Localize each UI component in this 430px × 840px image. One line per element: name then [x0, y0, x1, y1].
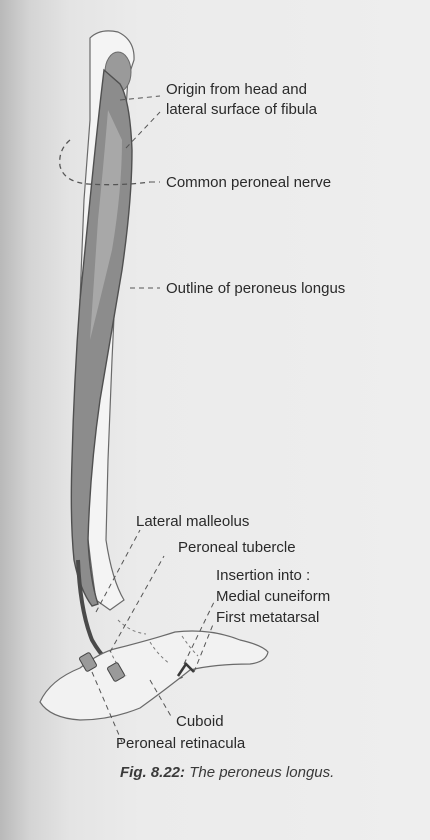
label-medial-cuneiform: Medial cuneiform — [216, 587, 330, 606]
label-peroneal-tubercle: Peroneal tubercle — [178, 538, 296, 557]
label-outline-peroneus-longus: Outline of peroneus longus — [166, 279, 345, 298]
label-peroneal-retinacula: Peroneal retinacula — [116, 734, 245, 753]
label-first-metatarsal: First metatarsal — [216, 608, 319, 627]
caption-number: Fig. 8.22: — [120, 764, 185, 781]
caption-text: The peroneus longus. — [185, 764, 334, 781]
label-insertion: Insertion into : — [216, 566, 310, 585]
foot-bones — [40, 631, 268, 720]
figure-caption: Fig. 8.22: The peroneus longus. — [120, 764, 334, 781]
label-lateral-malleolus: Lateral malleolus — [136, 512, 249, 531]
label-origin-line2: lateral surface of fibula — [166, 100, 317, 119]
label-common-peroneal-nerve: Common peroneal nerve — [166, 173, 331, 192]
label-origin-line1: Origin from head and — [166, 80, 307, 99]
label-cuboid: Cuboid — [176, 712, 224, 731]
